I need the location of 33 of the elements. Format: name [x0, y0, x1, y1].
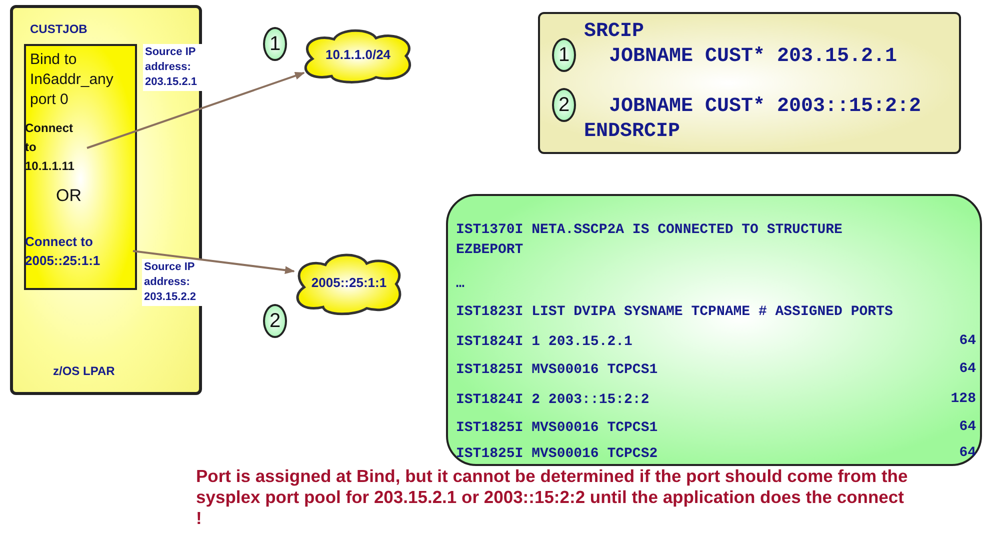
config-line: JOBNAME CUST* 203.15.2.1 — [609, 45, 898, 68]
port-count: 64 — [959, 360, 976, 379]
arrow — [132, 250, 295, 274]
lpar-title: z/OS LPAR — [53, 364, 115, 378]
output-line: … — [456, 275, 466, 294]
config-box — [538, 12, 961, 154]
cloud-label: 2005::25:1:1 — [310, 275, 388, 290]
config-line: ENDSRCIP — [584, 120, 680, 143]
output-line: IST1370I NETA.SSCP2A IS CONNECTED TO STRUCTURE EZBEPORT — [456, 221, 844, 260]
output-line: IST1823I LIST DVIPA SYSNAME TCPNAME # ASSIGNED PORTS — [456, 303, 894, 322]
arrow — [86, 72, 305, 149]
step-number: 1 — [263, 27, 287, 61]
step-number: 2 — [263, 304, 287, 338]
note-text: Port is assigned at Bind, but it cannot be determined if the port should come from the sysplex port pool for 203.15.2.1 or 2003::15:2:2 until the application does the connect ! — [196, 466, 908, 529]
port-count: 64 — [959, 444, 976, 463]
config-line: SRCIP — [584, 20, 644, 43]
or-text: OR — [56, 186, 82, 206]
display-output-box — [446, 194, 982, 466]
edge-label: Source IP address: 203.15.2.2 — [142, 259, 204, 306]
output-line: IST1825I MVS00016 TCPCS2 — [456, 445, 659, 464]
port-count: 128 — [950, 390, 976, 409]
edge-label: Source IP address: 203.15.2.1 — [143, 44, 205, 91]
output-line: IST1824I 1 203.15.2.1 — [456, 333, 634, 352]
job-box — [24, 44, 137, 290]
output-line: IST1825I MVS00016 TCPCS1 — [456, 419, 659, 438]
config-line: JOBNAME CUST* 2003::15:2:2 — [609, 95, 922, 118]
job-title: CUSTJOB — [30, 22, 88, 36]
port-count: 64 — [959, 332, 976, 351]
bind-text: Bind to In6addr_any port 0 — [30, 50, 114, 110]
port-count: 64 — [959, 418, 976, 437]
lpar-box — [10, 5, 202, 395]
cloud-label: 10.1.1.0/24 — [324, 47, 392, 62]
output-line: IST1825I MVS00016 TCPCS1 — [456, 361, 659, 380]
